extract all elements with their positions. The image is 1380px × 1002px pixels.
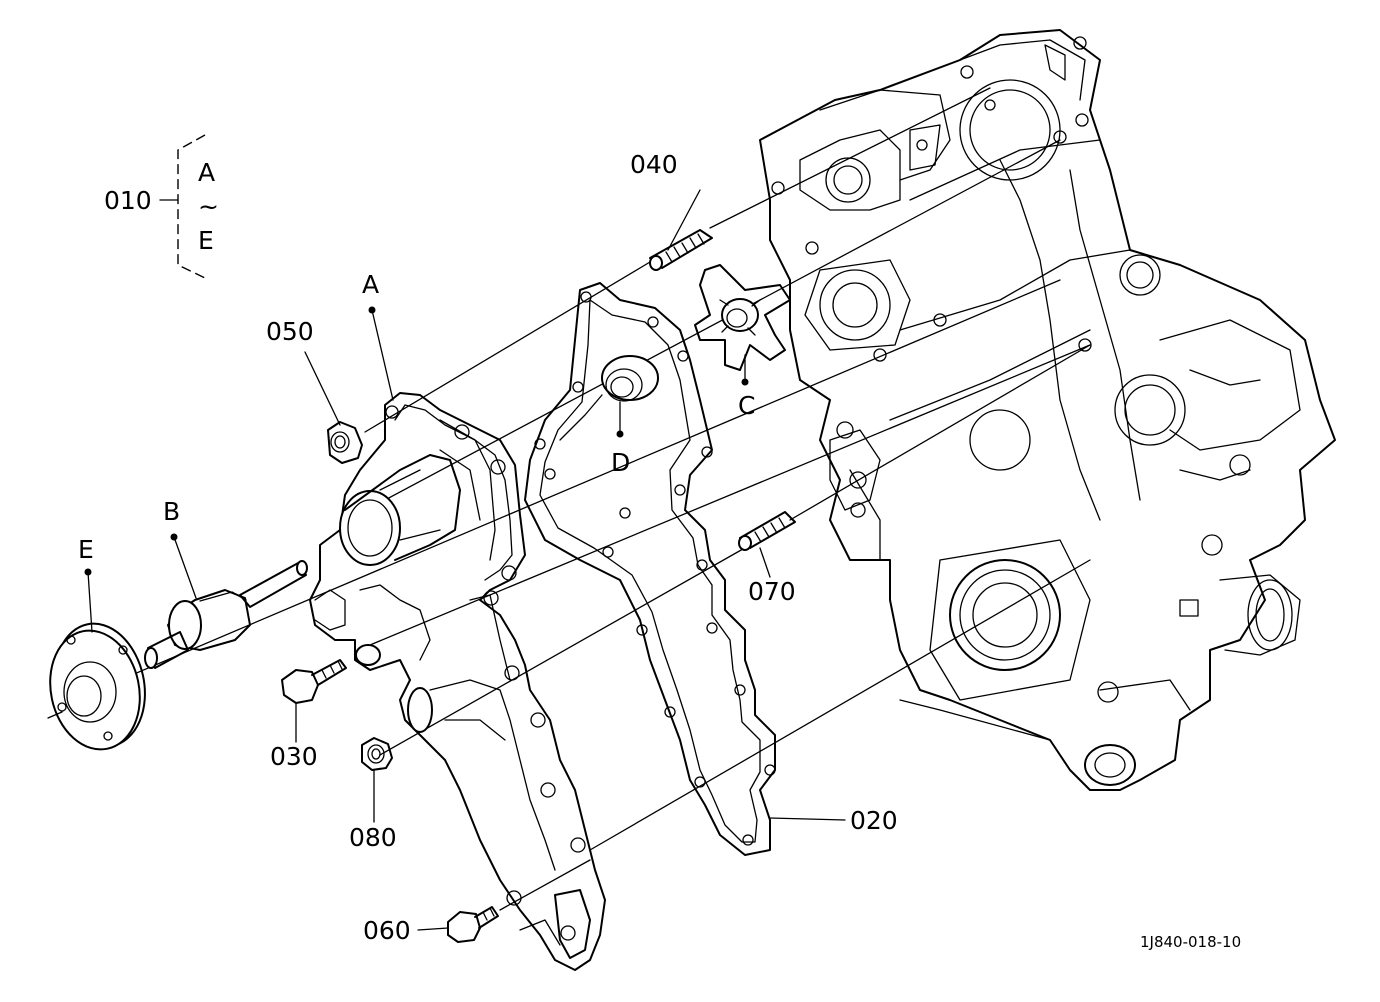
nut-050 [327,421,363,464]
group-number-label: 010 [104,186,152,215]
bolt-030 [281,659,347,704]
callout-020: 020 [850,806,898,835]
callout-030: 030 [270,742,318,771]
bearing-shaft [144,560,308,669]
impeller [694,264,791,371]
stud-070 [738,511,796,551]
group-bracket [177,134,206,279]
group-range-end-label: E [198,226,214,255]
pulley-flange [47,622,146,751]
callout-070: 070 [748,577,796,606]
pump-body [309,392,606,971]
engine-block [759,29,1336,791]
callout-e: E [78,535,94,564]
group-range-symbol: ~ [198,192,219,221]
assembly-lines [119,87,1091,911]
bolt-060 [447,906,499,943]
stud-040 [649,229,713,271]
callout-a: A [362,270,379,299]
callout-d: D [611,448,630,477]
callout-b: B [163,497,180,526]
group-range-start-label: A [198,158,215,187]
callout-080: 080 [349,823,397,852]
callout-c: C [738,391,755,420]
callout-040: 040 [630,150,678,179]
gasket [524,282,776,856]
callout-050: 050 [266,317,314,346]
reference-dots [84,306,749,576]
drawing-reference-code: 1J840-018-10 [1140,933,1241,951]
nut-080 [361,737,393,771]
leader-lines [87,189,846,931]
callout-060: 060 [363,916,411,945]
